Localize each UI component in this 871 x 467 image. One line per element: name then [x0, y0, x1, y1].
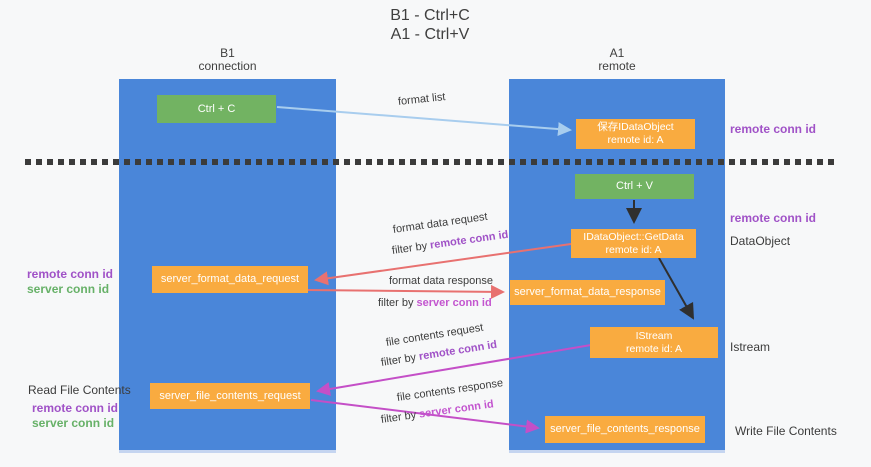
label-format-data-request: format data request — [392, 210, 489, 236]
lane-header-b1: B1 connection — [119, 47, 336, 73]
filter-server-conn-id-2: server conn id — [418, 398, 495, 421]
label-read-file-contents: Read File Contents — [28, 383, 131, 397]
legend-server-conn-id-bottom: server conn id — [32, 416, 115, 430]
legend-server-conn-id: server conn id — [27, 282, 110, 296]
title-line-1: B1 - Ctrl+C — [390, 7, 470, 24]
node-server-format-data-response: server_format_data_response — [510, 280, 665, 305]
label-remote-conn-id-mid: remote conn id — [730, 211, 817, 225]
label-format-data-response: format data response — [389, 275, 493, 287]
node-istream-line1: IStream — [635, 329, 673, 342]
legend-conn-ids-middle: remote conn id server conn id — [27, 267, 113, 297]
lane-header-a1: A1 remote — [509, 47, 725, 73]
filter-prefix-1: filter by — [391, 239, 431, 257]
node-save-idataobject-line1: 保存IDataObject — [597, 121, 674, 133]
node-getdata-line1: IDataObject::GetData — [583, 230, 684, 243]
filter-prefix-2: filter by — [378, 297, 417, 309]
node-server-file-contents-request: server_file_contents_request — [150, 383, 310, 409]
filter-remote-conn-id-2: remote conn id — [418, 338, 498, 363]
node-idataobject-getdata: IDataObject::GetData remote id: A — [571, 229, 696, 258]
filter-prefix-3: filter by — [380, 351, 420, 369]
node-istream-line2: remote id: A — [625, 342, 683, 355]
label-dataobject: DataObject — [730, 234, 791, 248]
node-format-request-label: server_format_data_request — [160, 273, 300, 285]
title-line-2: A1 - Ctrl+V — [390, 26, 470, 43]
node-ctrl-c: Ctrl + C — [157, 95, 276, 123]
page-title: B1 - Ctrl+C A1 - Ctrl+V — [0, 6, 860, 44]
lane-a1-subtitle: remote — [598, 59, 636, 73]
filter-server-conn-id-1: server conn id — [416, 297, 492, 309]
phase-separator-dashed-line — [25, 159, 838, 165]
filter-prefix-4: filter by — [380, 408, 420, 426]
legend-remote-conn-id: remote conn id — [27, 267, 114, 281]
node-format-response-label: server_format_data_response — [514, 286, 661, 298]
node-ctrl-v: Ctrl + V — [575, 174, 694, 199]
node-server-format-data-request: server_format_data_request — [152, 266, 308, 293]
lane-b1-title: B1 — [220, 46, 235, 60]
node-server-file-contents-response: server_file_contents_response — [545, 416, 705, 443]
label-format-list: format list — [397, 91, 447, 108]
lane-a1-title: A1 — [609, 46, 625, 60]
node-getdata-line2: remote id: A — [605, 243, 662, 256]
node-save-idataobject: 保存IDataObject remote id: A — [576, 119, 695, 149]
lane-b1-subtitle: connection — [198, 59, 257, 73]
label-write-file-contents: Write File Contents — [735, 424, 837, 438]
node-istream: IStream remote id: A — [590, 327, 718, 358]
legend-remote-conn-id-bottom: remote conn id — [32, 401, 119, 415]
filter-remote-conn-id-1: remote conn id — [429, 228, 510, 252]
node-save-idataobject-line2: remote id: A — [607, 134, 664, 146]
label-remote-conn-id-top: remote conn id — [730, 122, 817, 136]
node-file-response-label: server_file_contents_response — [550, 423, 700, 435]
node-file-request-label: server_file_contents_request — [159, 389, 301, 402]
node-ctrl-v-label: Ctrl + V — [616, 180, 653, 192]
label-istream: Istream — [730, 340, 771, 354]
node-ctrl-c-label: Ctrl + C — [197, 102, 236, 115]
label-filter-server-1: filter by server conn id — [378, 297, 492, 309]
legend-conn-ids-bottom: remote conn id server conn id — [32, 401, 118, 431]
